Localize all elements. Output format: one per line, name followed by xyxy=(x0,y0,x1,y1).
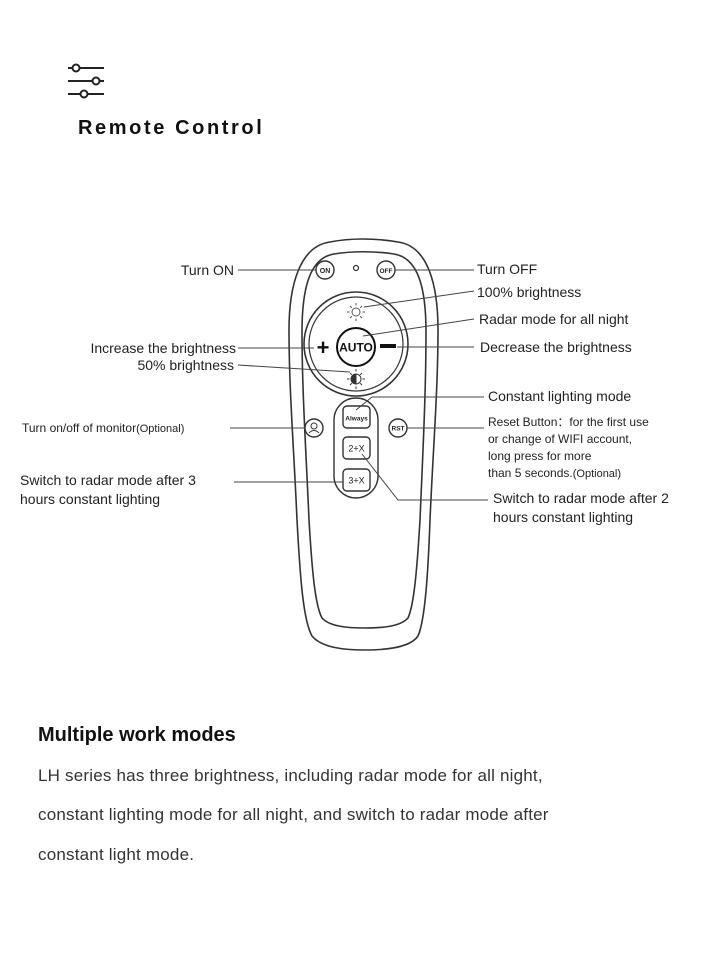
label-reset-line4-text: than 5 seconds. xyxy=(488,466,573,480)
auto-button[interactable] xyxy=(336,327,376,367)
label-monitor-text: Turn on/off of monitor xyxy=(22,421,137,435)
label-switch-3h-line2: hours constant lighting xyxy=(20,491,161,507)
label-decrease-brightness: Decrease the brightness xyxy=(480,339,632,355)
always-button[interactable] xyxy=(342,405,371,429)
label-50-brightness: 50% brightness xyxy=(137,357,234,373)
label-reset-optional: (Optional) xyxy=(572,468,622,480)
two-x-button[interactable] xyxy=(342,436,371,460)
label-radar-all-night: Radar mode for all night xyxy=(479,311,629,327)
remote-body xyxy=(288,238,439,651)
monitor-button[interactable] xyxy=(304,418,324,438)
monitor-icon xyxy=(308,422,320,434)
label-100-brightness: 100% brightness xyxy=(477,284,582,300)
section-text-line1: LH series has three brightness, includin… xyxy=(38,766,543,785)
control-ring-inner xyxy=(308,296,404,392)
label-reset-line2: or change of WIFI account, xyxy=(488,432,633,446)
rst-button-label: RST xyxy=(392,426,405,433)
section-title: Multiple work modes xyxy=(38,724,236,746)
auto-button-label: AUTO xyxy=(339,341,373,355)
label-increase-brightness: Increase the brightness xyxy=(90,340,236,356)
label-switch-2h-line1: Switch to radar mode after 2 xyxy=(493,490,669,506)
label-constant-lighting: Constant lighting mode xyxy=(488,388,632,404)
label-reset-line3: long press for more xyxy=(488,449,592,463)
increase-brightness-button[interactable]: + xyxy=(317,335,330,360)
sliders-settings-icon xyxy=(68,63,104,99)
label-switch-2h-line2: hours constant lighting xyxy=(493,509,634,525)
three-x-button-label: 3+X xyxy=(348,476,364,486)
decrease-brightness-button[interactable] xyxy=(380,344,396,348)
label-monitor: Turn on/off of monitor(Optional) xyxy=(22,420,184,438)
indicator-light xyxy=(352,264,360,272)
label-turn-on: Turn ON xyxy=(180,262,234,278)
off-button-label: OFF xyxy=(380,268,393,275)
label-switch-3h-line1: Switch to radar mode after 3 xyxy=(20,472,196,488)
page-title: Remote Control xyxy=(78,117,265,139)
on-button-label: ON xyxy=(320,268,331,275)
two-x-button-label: 2+X xyxy=(348,444,364,454)
three-x-button[interactable] xyxy=(342,468,371,492)
label-monitor-optional: (Optional) xyxy=(136,423,185,435)
section-text-line2: constant lighting mode for all night, an… xyxy=(38,805,549,824)
always-button-label: Always xyxy=(345,416,368,423)
label-turn-off: Turn OFF xyxy=(477,261,538,277)
sun-half-icon[interactable] xyxy=(347,369,365,389)
label-reset-line1: Reset Button：for the first use xyxy=(488,415,649,429)
section-text-line3: constant light mode. xyxy=(38,845,195,864)
sun-full-icon[interactable] xyxy=(347,303,365,321)
leader-lines xyxy=(230,269,488,501)
label-reset-line4: than 5 seconds.(Optional) xyxy=(488,465,621,483)
